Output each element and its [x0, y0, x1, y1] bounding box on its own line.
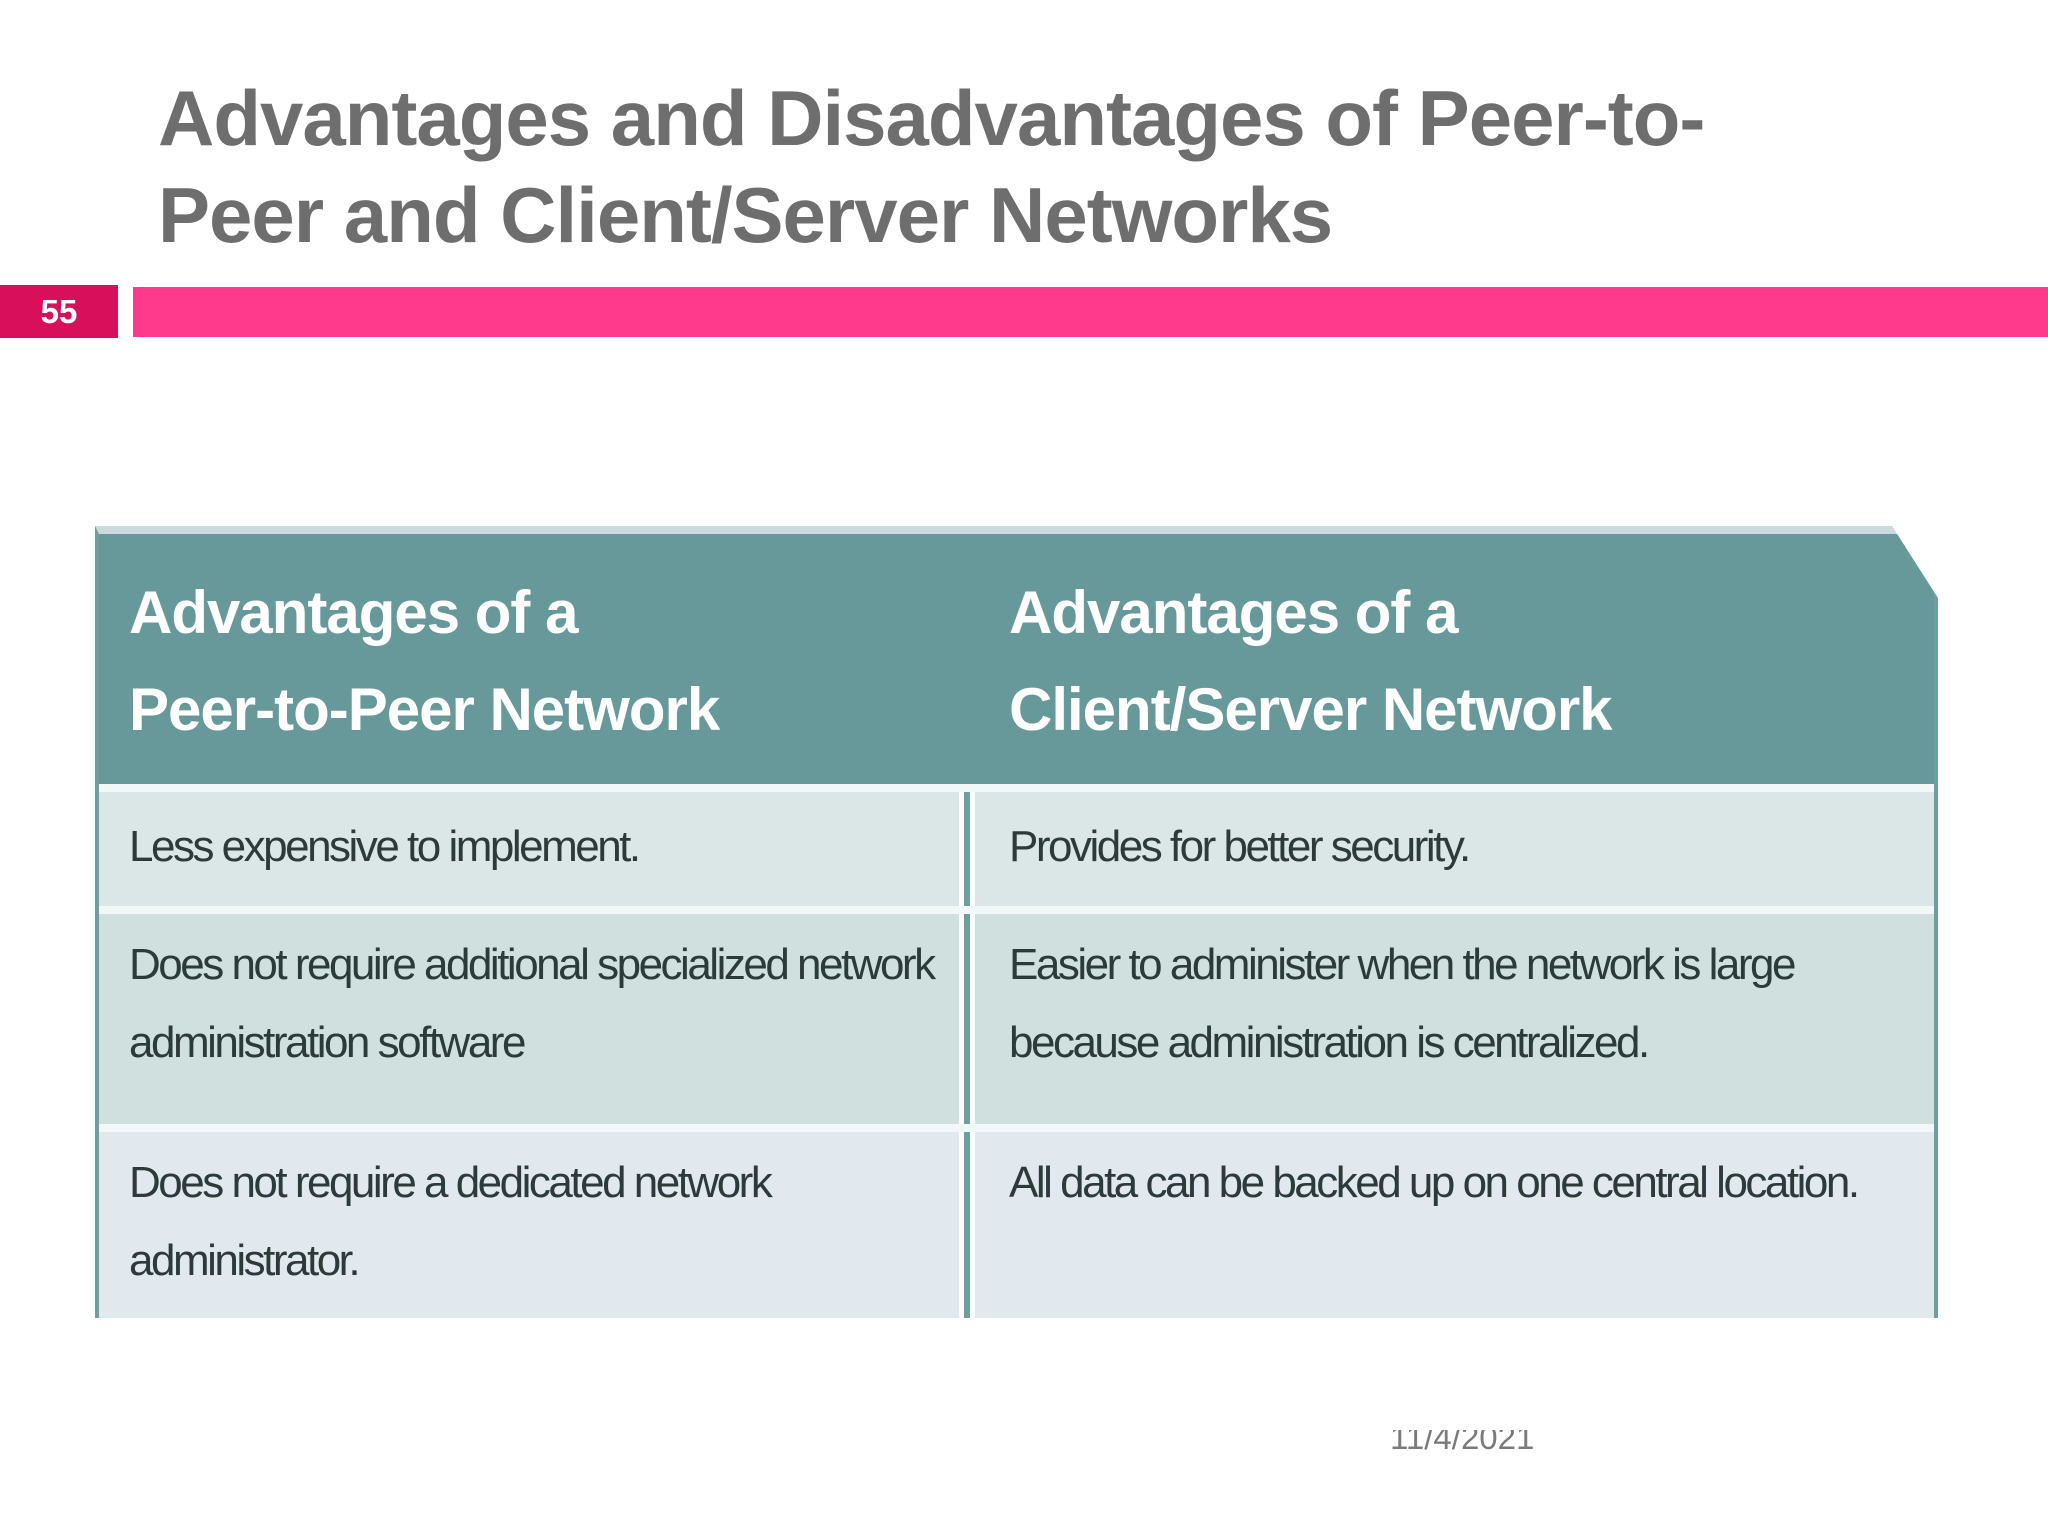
header-line: Peer-to-Peer Network [129, 676, 720, 743]
table-row: Less expensive to implement. Provides fo… [99, 784, 1934, 906]
header-line: Advantages of a [129, 579, 578, 646]
table-cell: Easier to administer when the network is… [1009, 940, 1794, 1067]
header-line: Advantages of a [1009, 579, 1458, 646]
slide-date: 11/4/2021 [1390, 1430, 1534, 1460]
column-divider [959, 914, 975, 1124]
table-header-row: Advantages of a Peer-to-Peer Network Adv… [99, 534, 1934, 784]
slide-date-text: 11/4/2021 [1390, 1430, 1535, 1456]
page-title: Advantages and Disadvantages of Peer-to-… [158, 70, 1918, 264]
title-line-1: Advantages and Disadvantages of Peer-to- [158, 74, 1705, 162]
table-row: Does not require a dedicated network adm… [99, 1124, 1934, 1340]
table-cell: Does not require a dedicated network adm… [129, 1158, 771, 1285]
table-cell: All data can be backed up on one central… [1009, 1158, 1858, 1207]
column-divider [959, 1132, 975, 1340]
header-line: Client/Server Network [1009, 676, 1612, 743]
comparison-table: Advantages of a Peer-to-Peer Network Adv… [95, 526, 1938, 1318]
table-cell: Less expensive to implement. [129, 822, 639, 871]
table-header-client-server: Advantages of a Client/Server Network [975, 534, 1934, 784]
accent-bar [133, 287, 2048, 337]
title-line-2: Peer and Client/Server Networks [158, 171, 1333, 259]
slide-number-badge: 55 [0, 285, 118, 338]
column-divider [959, 792, 975, 906]
table-cell: Provides for better security. [1009, 822, 1469, 871]
table-row: Does not require additional specialized … [99, 906, 1934, 1124]
table-header-peer-to-peer: Advantages of a Peer-to-Peer Network [99, 534, 975, 784]
table-cell: Does not require additional specialized … [129, 940, 934, 1067]
